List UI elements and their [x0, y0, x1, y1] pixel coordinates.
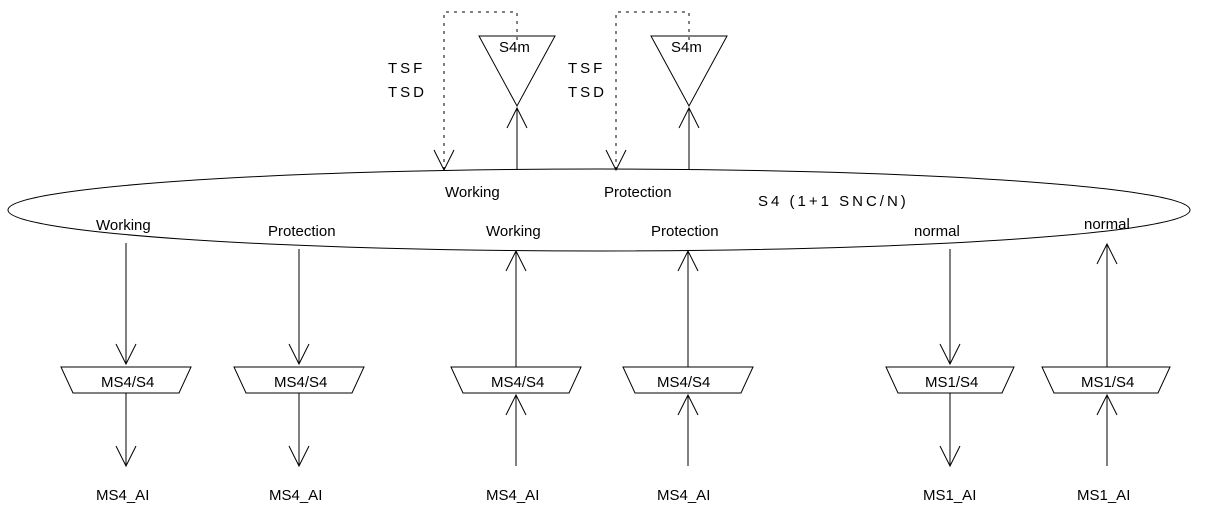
ring-port-label: normal: [914, 223, 960, 240]
adaptation-trapezoid: [450, 366, 582, 394]
ring-port-label: Protection: [268, 223, 336, 240]
monitor-unit-protection: TSF TSD S4m Protection: [568, 11, 728, 201]
arrowhead-down: [288, 445, 310, 468]
adaptation-unit-ms4-working-in: Working MS4/S4 MS4_AI: [450, 223, 582, 504]
arrowhead-down: [288, 343, 310, 366]
signal-arrowhead: [433, 149, 455, 172]
adaptation-unit-ms4-protection-in: Protection MS4/S4 MS4_AI: [622, 223, 754, 504]
adaptation-unit-ms4-working-out: Working MS4/S4 MS4_AI: [60, 217, 192, 504]
adaptation-label: MS4/S4: [274, 374, 327, 391]
adaptation-label: MS1/S4: [1081, 374, 1134, 391]
ring-port-label: normal: [1084, 216, 1130, 233]
tsf-label: TSF: [388, 60, 425, 77]
access-point-label: MS4_AI: [269, 487, 322, 504]
arrowhead-up: [677, 249, 699, 272]
monitor-feed-arrowhead: [506, 106, 528, 129]
access-point-label: MS1_AI: [1077, 487, 1130, 504]
ring-port-label: Protection: [651, 223, 719, 240]
arrowhead-up: [1096, 393, 1118, 416]
ring-port-label: Working: [486, 223, 541, 240]
s4m-trail-termination-triangle: [478, 35, 556, 108]
arrowhead-up: [505, 249, 527, 272]
s4m-trail-termination-triangle: [650, 35, 728, 108]
connection-function-ellipse: [7, 168, 1191, 252]
adaptation-trapezoid: [885, 366, 1015, 394]
access-point-label: MS4_AI: [657, 487, 710, 504]
access-point-label: MS1_AI: [923, 487, 976, 504]
tsd-label: TSD: [388, 84, 427, 101]
arrowhead-up: [1096, 242, 1118, 265]
adaptation-trapezoid: [60, 366, 192, 394]
s4m-label: S4m: [671, 39, 702, 56]
monitor-unit-working: TSF TSD S4m Working: [388, 11, 556, 201]
monitor-feed-arrowhead: [678, 106, 700, 129]
adaptation-trapezoid: [233, 366, 365, 394]
signal-arrowhead: [605, 149, 627, 172]
adaptation-unit-ms1-normal-out: normal MS1/S4 MS1_AI: [885, 223, 1015, 504]
adaptation-trapezoid: [622, 366, 754, 394]
protection-port-label: Protection: [604, 184, 672, 201]
tsf-label: TSF: [568, 60, 605, 77]
access-point-label: MS4_AI: [96, 487, 149, 504]
ring-port-label: Working: [96, 217, 151, 234]
adaptation-label: MS1/S4: [925, 374, 978, 391]
arrowhead-down: [115, 445, 137, 468]
signal-fail-path: [615, 11, 690, 170]
access-point-label: MS4_AI: [486, 487, 539, 504]
arrowhead-up: [505, 393, 527, 416]
adaptation-label: MS4/S4: [491, 374, 544, 391]
arrowhead-up: [677, 393, 699, 416]
working-port-label: Working: [445, 184, 500, 201]
tsd-label: TSD: [568, 84, 607, 101]
adaptation-label: MS4/S4: [657, 374, 710, 391]
adaptation-unit-ms4-protection-out: Protection MS4/S4 MS4_AI: [233, 223, 365, 504]
adaptation-label: MS4/S4: [101, 374, 154, 391]
arrowhead-down: [939, 445, 961, 468]
s4m-label: S4m: [499, 39, 530, 56]
arrowhead-down: [115, 343, 137, 366]
signal-fail-path: [443, 11, 518, 170]
adaptation-unit-ms1-normal-in: normal MS1/S4 MS1_AI: [1041, 216, 1171, 504]
arrowhead-down: [939, 343, 961, 366]
connection-function-label: S4 (1+1 SNC/N): [758, 193, 909, 210]
adaptation-trapezoid: [1041, 366, 1171, 394]
